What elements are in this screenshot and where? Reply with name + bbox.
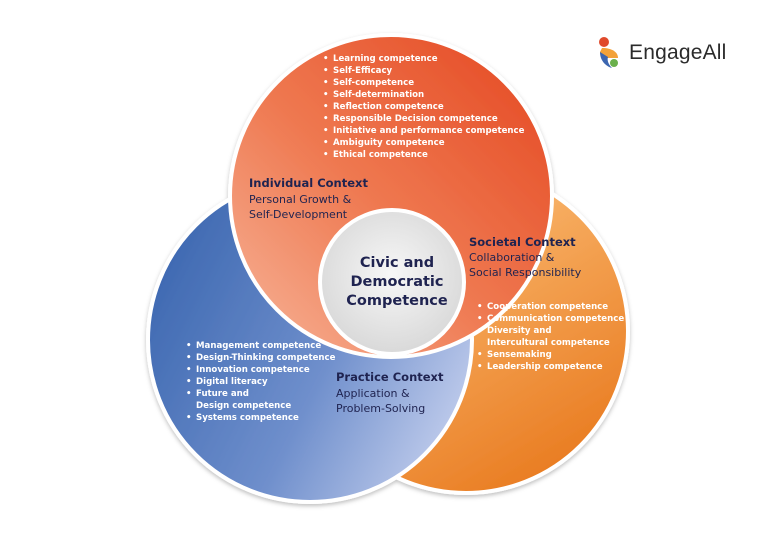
societal-competence-list: Cooperation competenceCommunication comp…	[477, 301, 624, 373]
practice-context-subtitle-1: Application &	[336, 387, 410, 400]
practice-competence-item: Digital literacy	[186, 376, 335, 388]
individual-competence-item: Initiative and performance competence	[323, 125, 524, 137]
engageall-logo-icon	[599, 37, 618, 68]
individual-context-subtitle-2: Self-Development	[249, 208, 348, 221]
practice-competence-item: Innovation competence	[186, 364, 335, 376]
center-title: Civic and Democratic Competence	[327, 254, 467, 311]
brand-name: EngageAll	[629, 41, 727, 64]
individual-competence-item: Reflection competence	[323, 101, 524, 113]
individual-competence-list: Learning competenceSelf-EfficacySelf-com…	[323, 53, 524, 161]
societal-competence-item: Cooperation competence	[477, 301, 624, 313]
individual-context-title: Individual Context	[249, 176, 368, 190]
engageall-logo: EngageAll	[596, 36, 727, 70]
societal-competence-item: Intercultural competence	[487, 338, 610, 348]
center-circle	[318, 208, 466, 356]
practice-competence-item: Systems competence	[186, 412, 335, 424]
practice-competence-item: Design-Thinking competence	[186, 352, 335, 364]
societal-competence-item: Sensemaking	[477, 349, 624, 361]
individual-competence-item: Self-determination	[323, 89, 524, 101]
societal-competence-item: Diversity and	[477, 325, 624, 337]
center-title-line-3: Competence	[346, 293, 448, 309]
individual-context-subtitle-1: Personal Growth &	[249, 193, 352, 206]
practice-context-title: Practice Context	[336, 370, 444, 384]
societal-context-subtitle-2: Social Responsibility	[469, 266, 582, 279]
societal-context-subtitle-1: Collaboration &	[469, 251, 555, 264]
societal-competence-item: Communication competence	[477, 313, 624, 325]
practice-competence-item: Design competence	[196, 401, 292, 411]
societal-context-title: Societal Context	[469, 235, 576, 249]
individual-competence-item: Self-Efficacy	[323, 65, 524, 77]
practice-context-subtitle-2: Problem-Solving	[336, 402, 426, 415]
individual-competence-item: Ambiguity competence	[323, 137, 524, 149]
societal-competence-item: Leadership competence	[477, 361, 624, 373]
individual-competence-item: Ethical competence	[323, 149, 524, 161]
center-title-line-2: Democratic	[350, 274, 444, 290]
individual-competence-item: Learning competence	[323, 53, 524, 65]
individual-competence-item: Self-competence	[323, 77, 524, 89]
center-title-line-1: Civic and	[359, 255, 435, 271]
practice-competence-item: Future and	[186, 388, 335, 400]
practice-competence-item: Management competence	[186, 340, 335, 352]
practice-competence-list: Management competenceDesign-Thinking com…	[186, 340, 335, 424]
individual-competence-item: Responsible Decision competence	[323, 113, 524, 125]
